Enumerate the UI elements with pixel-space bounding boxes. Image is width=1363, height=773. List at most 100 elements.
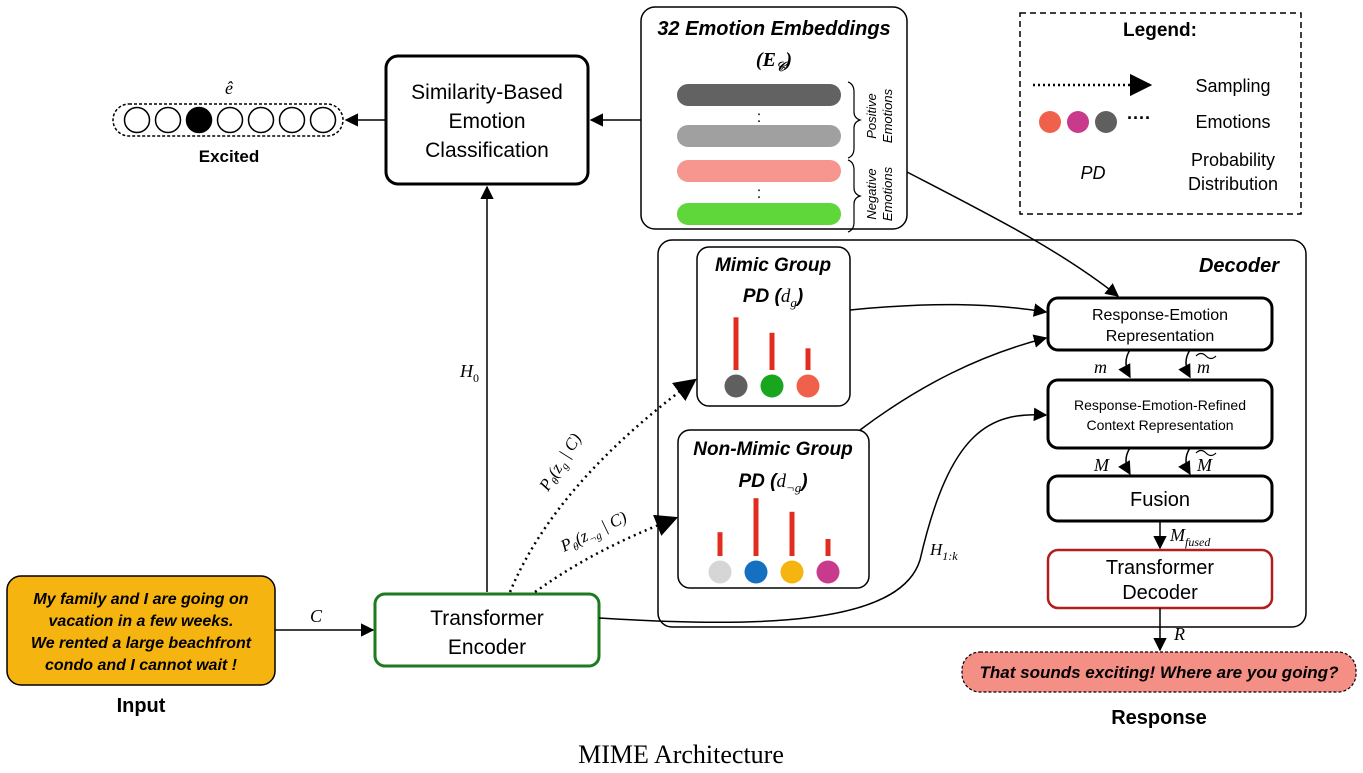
figure-caption: MIME Architecture (578, 740, 784, 769)
decoder-label: Decoder (1199, 255, 1280, 277)
transformer-decoder-line1: Transformer (1106, 557, 1215, 579)
response-box: That sounds exciting! Where are you goin… (961, 651, 1357, 729)
nonmimic-bars (708, 498, 840, 584)
emotion-dot (760, 374, 784, 398)
mimic-pd: PD (dg) (743, 286, 803, 310)
positive-emotions-label-1: Positive (864, 93, 879, 139)
svg-text:m: m (1197, 357, 1210, 377)
negative-brace (847, 159, 862, 233)
output-circles (123, 106, 337, 134)
emotion-dot (780, 560, 804, 584)
output-circle-active (185, 106, 213, 134)
probability-bar (733, 317, 739, 370)
legend-box: Legend: Sampling ···· Emotions PD Probab… (1019, 12, 1302, 215)
input-line4: condo and I cannot wait ! (45, 657, 238, 674)
edge-nonmimic-response-emotion (859, 334, 1048, 431)
edge-label-sample-nonmimic: Pθ(z¬g | C) (557, 507, 632, 559)
response-label: Response (1111, 707, 1207, 729)
edge-M (1118, 447, 1131, 476)
output-circle (216, 106, 244, 134)
emotion-dot (796, 374, 820, 398)
fusion-label: Fusion (1130, 489, 1190, 511)
refined-line2: Context Representation (1086, 417, 1233, 433)
transformer-encoder-box: Transformer Encoder (373, 592, 601, 668)
embedding-bar-negative-1 (677, 160, 841, 182)
embedding-bar-positive-1 (677, 84, 841, 106)
embedding-bar-negative-2 (677, 203, 841, 225)
negative-emotions-label-2: Emotions (880, 166, 895, 221)
edge-sample-nonmimic (534, 514, 679, 594)
probability-bar (805, 348, 811, 370)
transformer-decoder-line2: Decoder (1122, 582, 1198, 604)
legend-emotion-dot-1 (1039, 111, 1061, 133)
legend-pd-symbol: PD (1080, 163, 1105, 183)
classifier-line2: Emotion (448, 110, 525, 133)
embedding-ellipsis-positive: : (757, 109, 761, 126)
refined-context-box: Response-Emotion-Refined Context Represe… (1046, 378, 1274, 450)
edge-label-M: M (1093, 455, 1110, 475)
output-circle (247, 106, 275, 134)
edge-label-h0: H0 (459, 361, 479, 385)
mimic-title: Mimic Group (715, 255, 831, 276)
nonmimic-title: Non-Mimic Group (693, 439, 852, 460)
output-vector: ê Excited (112, 78, 344, 166)
negative-emotions-label-1: Negative (864, 168, 879, 219)
emotion-dot (708, 560, 732, 584)
probability-bar (789, 511, 795, 556)
positive-emotions-label-2: Emotions (880, 88, 895, 143)
output-label: Excited (199, 147, 259, 166)
response-text: That sounds exciting! Where are you goin… (980, 663, 1340, 682)
edge-label-h1k: H1:k (929, 540, 958, 563)
legend-pd-line2: Distribution (1188, 174, 1278, 194)
encoder-line1: Transformer (430, 607, 544, 630)
edge-label-r: R (1173, 624, 1185, 644)
input-line1: My family and I are going on (33, 591, 248, 608)
emotion-dot (744, 560, 768, 584)
edge-embeddings-response-emotion (906, 171, 1120, 297)
response-emotion-line1: Response-Emotion (1092, 307, 1228, 324)
output-circle (309, 106, 337, 134)
transformer-decoder-box: Transformer Decoder (1046, 548, 1274, 610)
decoder-container: Decoder (657, 239, 1307, 628)
nonmimic-group-box: Non-Mimic Group PD (d¬g) (677, 429, 870, 589)
edge-m-tilde (1178, 349, 1191, 379)
sampling-edges (508, 378, 697, 594)
embeddings-subtitle: (E𝒞) (756, 49, 792, 74)
nonmimic-pd: PD (d¬g) (738, 471, 807, 495)
edge-label-mfused: Mfused (1169, 525, 1211, 549)
input-line3: We rented a large beachfront (31, 635, 252, 652)
mimic-bars (724, 317, 820, 398)
input-label: Input (117, 695, 166, 717)
output-circle (154, 106, 182, 134)
embedding-bar-positive-2 (677, 125, 841, 147)
fusion-box: Fusion (1046, 474, 1274, 523)
emotion-dot (724, 374, 748, 398)
legend-emotion-dot-3 (1095, 111, 1117, 133)
embedding-ellipsis-negative: : (757, 185, 761, 202)
legend-emotion-ellipsis: ···· (1127, 108, 1151, 128)
edge-M-tilde (1178, 447, 1191, 476)
classifier-line1: Similarity-Based (411, 81, 563, 104)
svg-text:M: M (1196, 455, 1213, 475)
classifier-box: Similarity-Based Emotion Classification (384, 54, 590, 186)
mimic-group-box: Mimic Group PD (dg) (696, 246, 851, 407)
edge-mimic-response-emotion (849, 303, 1048, 317)
encoder-line2: Encoder (448, 636, 526, 659)
embeddings-box: 32 Emotion Embeddings (E𝒞) : : Positive … (640, 6, 908, 233)
legend-emotion-dot-2 (1067, 111, 1089, 133)
edge-label-sample-mimic: Pθ(zg | C) (535, 430, 588, 497)
edge-label-m-tilde: m (1195, 352, 1217, 377)
edge-sample-mimic (508, 378, 697, 593)
output-circle (123, 106, 151, 134)
edge-m (1118, 349, 1131, 379)
probability-bar (769, 332, 775, 370)
input-box: My family and I are going on vacation in… (6, 575, 276, 717)
output-symbol: ê (225, 78, 233, 98)
legend-pd-line1: Probability (1191, 150, 1275, 170)
emotion-dot (816, 560, 840, 584)
edge-encoder-refined (598, 407, 1048, 624)
edge-label-M-tilde: M (1195, 449, 1217, 475)
response-emotion-line2: Representation (1106, 328, 1215, 345)
embeddings-title: 32 Emotion Embeddings (657, 18, 890, 40)
